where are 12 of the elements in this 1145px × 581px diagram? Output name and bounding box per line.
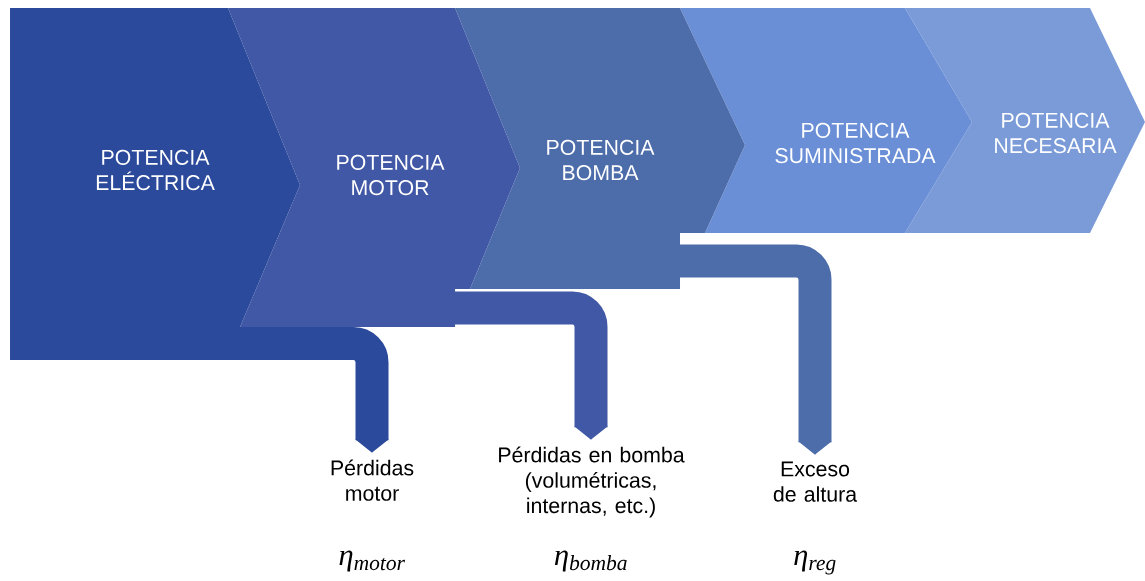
chevron-band: POTENCIA ELÉCTRICA (10, 8, 300, 360)
efficiency-symbol: η$_{motor}$ (339, 550, 405, 572)
loss-label: Exceso de altura (773, 461, 858, 502)
chevron-band: POTENCIA MOTOR (228, 8, 520, 327)
loss-arrow (680, 244, 832, 455)
efficiency-symbol: η$_{reg}$ (794, 550, 836, 575)
chevron-band: POTENCIA SUMINISTRADA (680, 8, 972, 233)
loss-label: Pérdidas motor (331, 459, 414, 501)
loss-label: Pérdidas en bomba (volumétricas, internas, etc.) (499, 446, 685, 518)
efficiency-symbol: η$_{bomba}$ (554, 550, 627, 572)
chevron-band: POTENCIA BOMBA (455, 8, 745, 289)
loss-arrow (230, 327, 389, 453)
